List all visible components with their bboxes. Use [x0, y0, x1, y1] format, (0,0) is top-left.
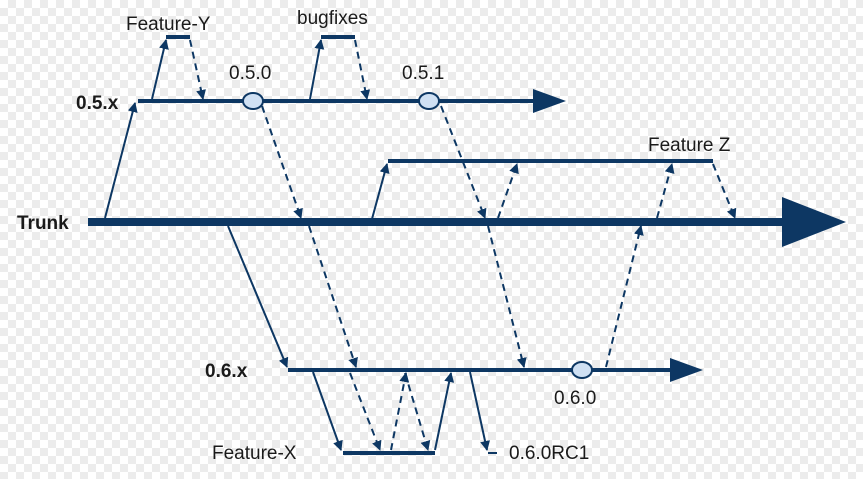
arrow-trunk-to-06x [227, 225, 289, 368]
merge-06x-to-feature-x-a [349, 372, 382, 451]
tag-060-label: 0.6.0 [554, 388, 596, 409]
merge-bugfixes-to-05x [354, 39, 371, 100]
tag-060rc1-label: 0.6.0RC1 [509, 443, 589, 464]
merge-trunk-to-06x-b [487, 225, 527, 368]
arrow-06x-to-rc1 [469, 371, 490, 451]
branch-05x-arrowhead [533, 89, 566, 113]
tag-050-label: 0.5.0 [229, 63, 271, 84]
arrow-trunk-to-feature-z [371, 163, 390, 220]
merge-051-to-trunk [440, 105, 487, 219]
arrow-06x-to-feature-x [312, 371, 343, 451]
trunk-arrowhead [782, 197, 846, 247]
merge-feature-z-to-trunk [712, 163, 737, 219]
feature-x-label: Feature-X [212, 443, 297, 464]
arrow-feature-x-to-06x [434, 372, 455, 451]
branch-06x-label: 0.6.x [205, 361, 248, 382]
feature-z-label: Feature Z [648, 135, 731, 156]
branch-06x-arrowhead [670, 358, 703, 382]
trunk-label: Trunk [17, 213, 69, 234]
bugfixes-label: bugfixes [297, 8, 368, 29]
tag-050-marker [242, 92, 264, 110]
arrow-05x-to-feature-y [151, 39, 169, 100]
merge-trunk-to-feature-z-2 [656, 163, 675, 219]
merge-06x-to-feature-x-b [404, 372, 431, 451]
tag-051-marker [418, 92, 440, 110]
tag-060-marker [571, 361, 593, 379]
merge-feature-x-to-06x [390, 372, 410, 451]
merge-06x-to-trunk [605, 225, 644, 368]
arrow-05x-to-bugfixes [309, 39, 325, 100]
merge-trunk-to-feature-z [497, 163, 519, 219]
arrow-trunk-to-05x [104, 102, 138, 219]
feature-y-label: Feature-Y [126, 14, 211, 35]
merge-050-to-trunk [261, 105, 303, 219]
branch-05x-label: 0.5.x [76, 93, 119, 114]
tag-051-label: 0.5.1 [402, 63, 444, 84]
merge-trunk-to-06x-a [308, 225, 358, 368]
merge-feature-y-to-05x [189, 39, 206, 100]
